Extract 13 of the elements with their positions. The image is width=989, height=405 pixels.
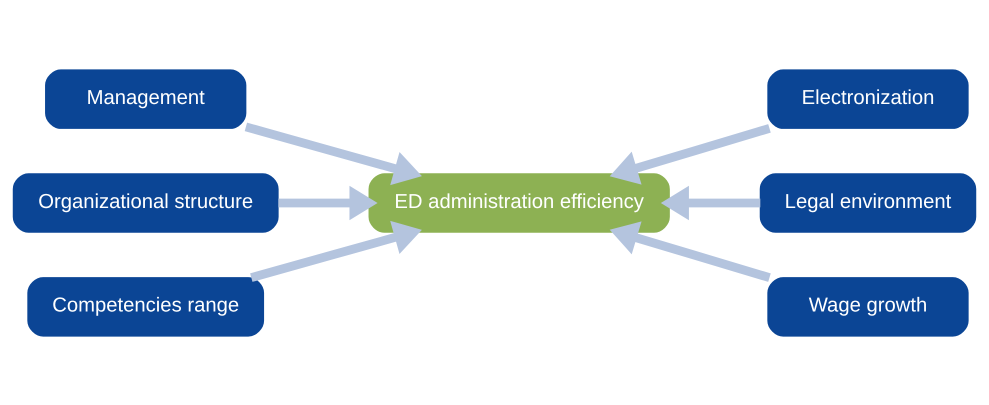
arrow [250, 220, 422, 282]
node-box: Legal environment [760, 172, 976, 232]
arrow [278, 185, 378, 220]
node-box: Management [45, 68, 246, 128]
arrow [660, 185, 760, 220]
node-box: ED administration efficiency [368, 172, 670, 232]
arrow [610, 220, 771, 282]
node-box: Competencies range [27, 276, 264, 336]
arrow [244, 122, 422, 185]
node-box: Electronization [767, 68, 969, 128]
arrow [610, 124, 771, 184]
node-box: Organizational structure [12, 172, 279, 232]
node-box: Wage growth [767, 276, 969, 336]
